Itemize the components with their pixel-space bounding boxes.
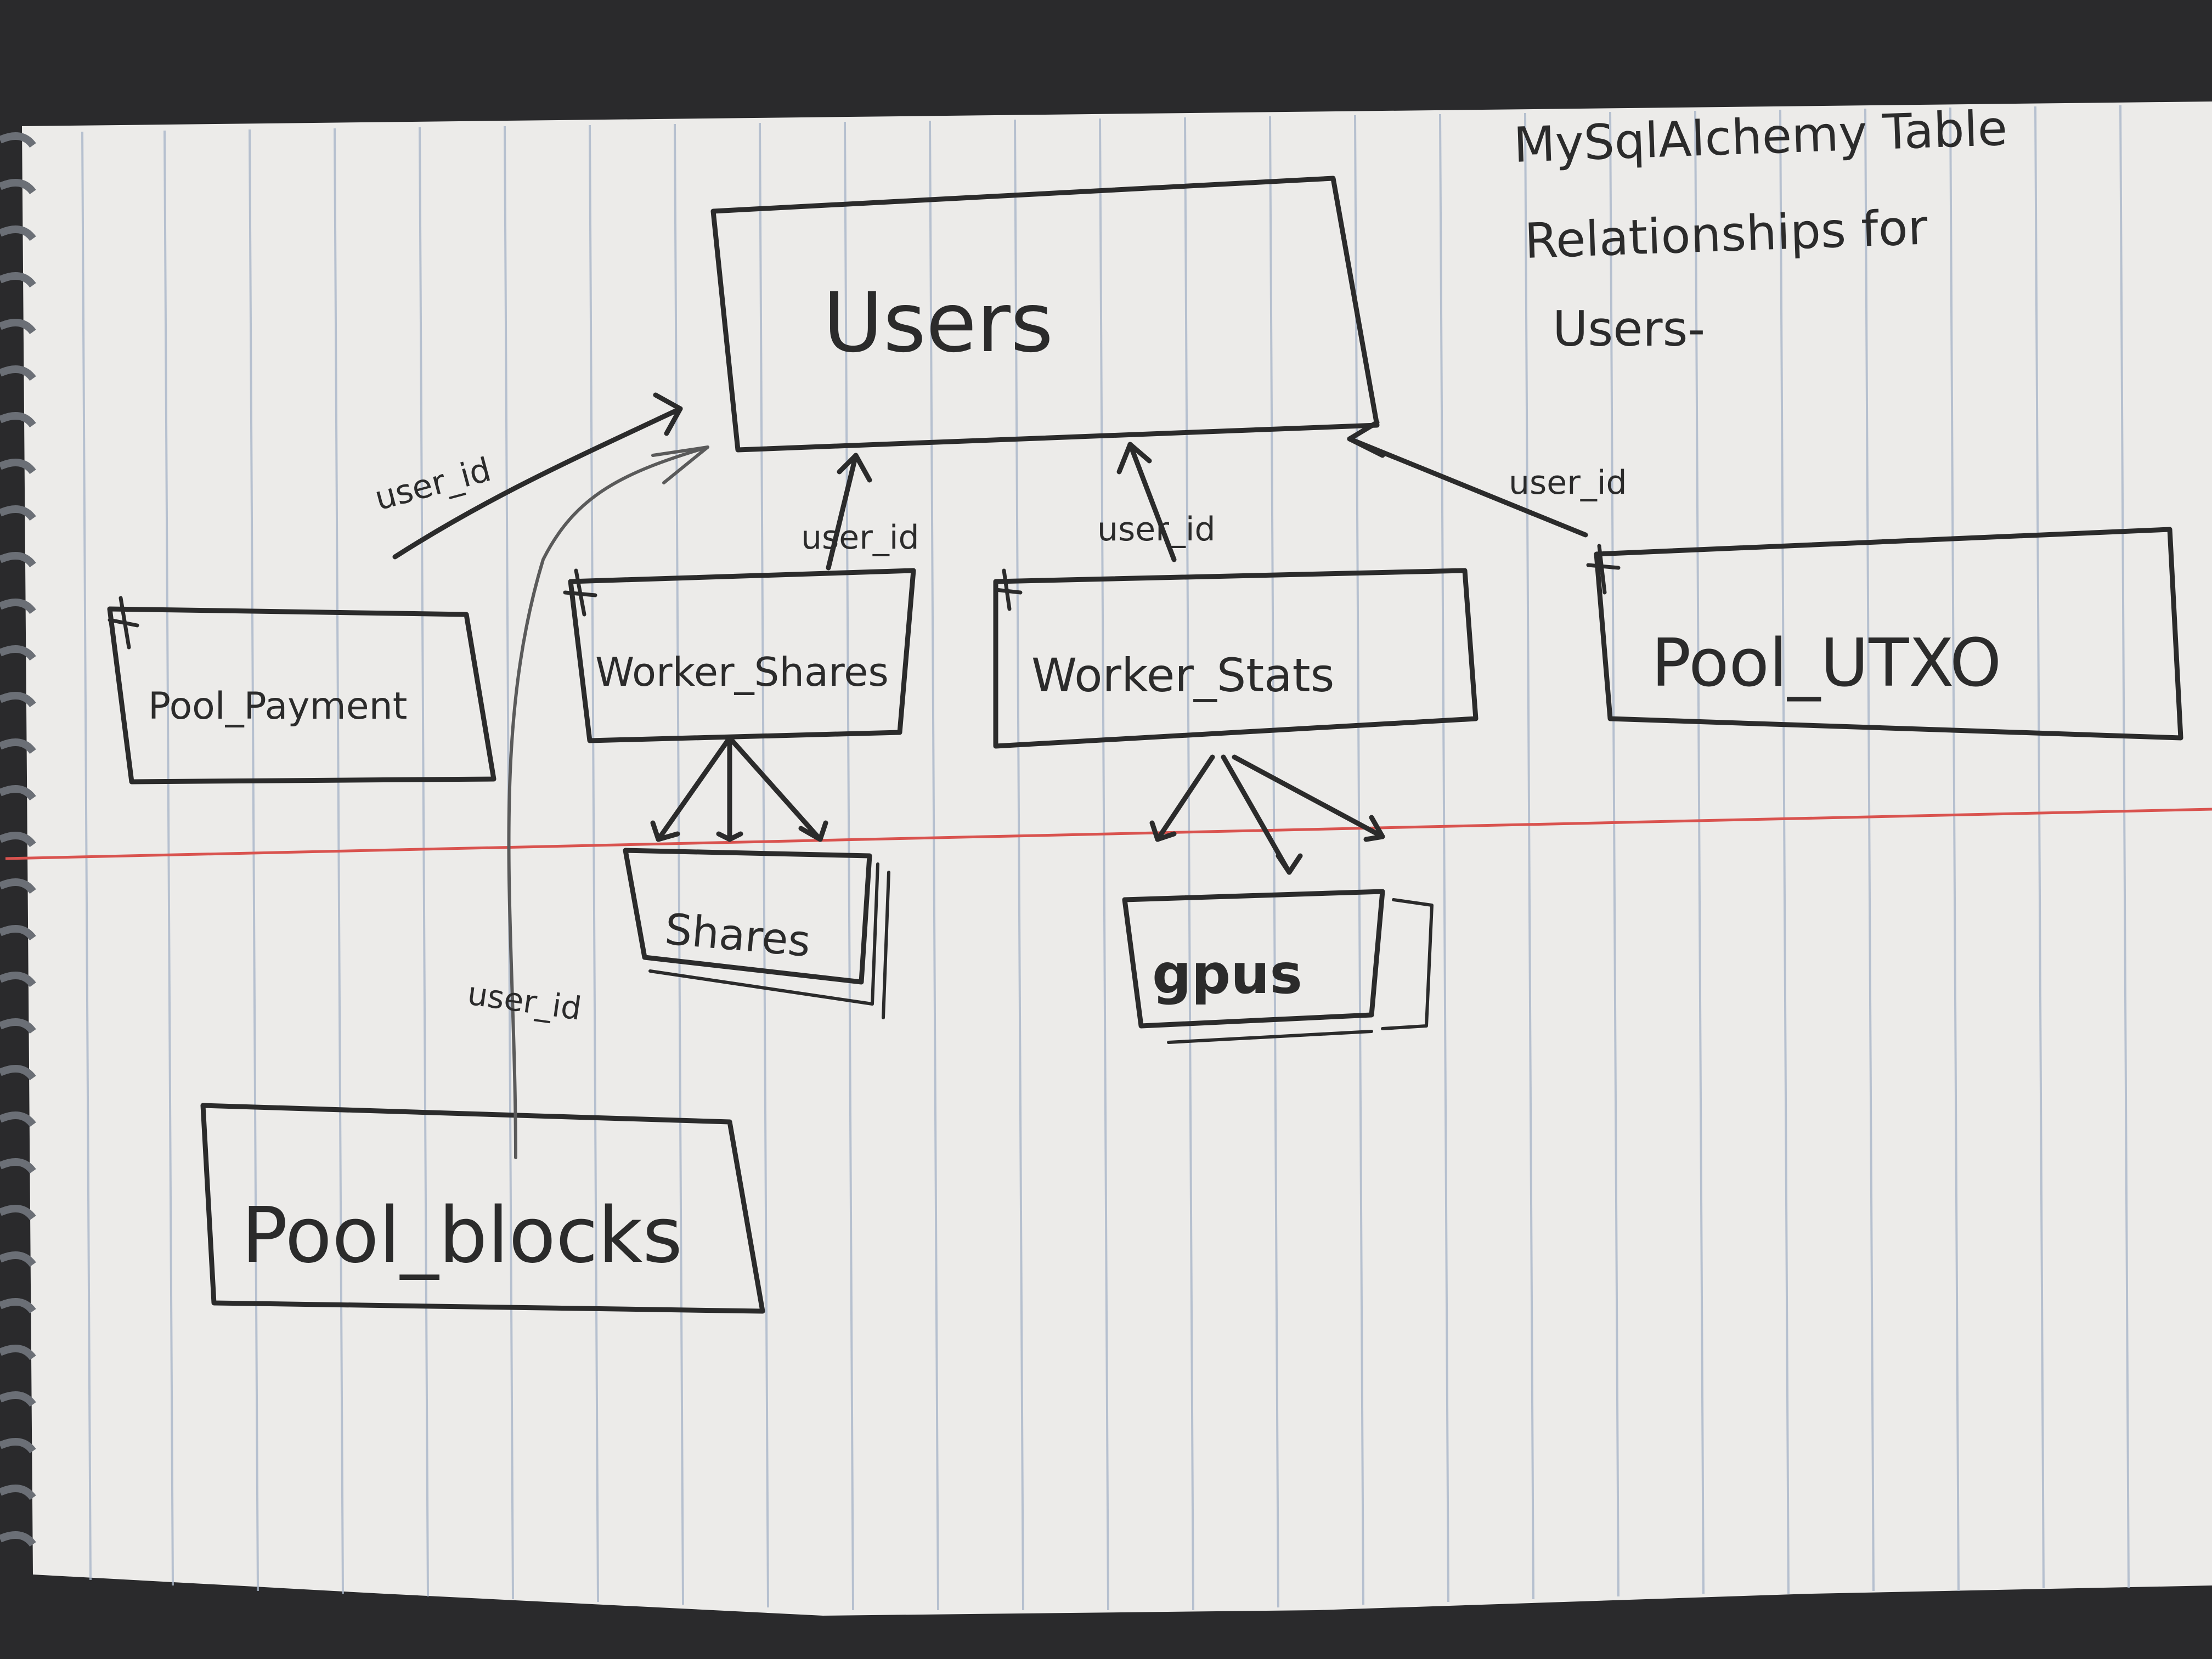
arrow-pool-payment-users [392,406,683,560]
arrow-worker-stats-users [1127,442,1177,562]
worker-shares-label: Worker_Shares [595,649,889,695]
arrow-pool-utxo-users [1347,436,1588,538]
fk-label-worker-shares: user_id [801,518,919,557]
ink-sketch [107,176,2183,1314]
arrow-pool-blocks-users [507,445,709,1159]
margin-line [5,808,2212,860]
pool-blocks-label: Pool_blocks [241,1191,682,1280]
pool-utxo-box [1594,527,2183,741]
rule-lines [81,105,2130,1611]
arrow-worker-shares-users [826,453,859,571]
title-line-2: Relationships for [1523,199,1929,269]
users-label: Users [823,275,1053,371]
worker-shares-box [568,568,916,743]
notebook-page [5,101,2212,1616]
fk-label-pool-utxo: user_id [1509,464,1627,502]
worker-stats-box [993,568,1479,749]
gpus-box [1122,889,1385,1029]
gpus-label: gpus [1152,942,1302,1006]
pool-utxo-label: Pool_UTXO [1651,625,2001,702]
fk-label-worker-stats: user_id [1097,510,1216,549]
shares-box [623,848,872,985]
spiral-binding [0,132,36,1547]
title-line-3: Users- [1553,301,1705,357]
pool-blocks-box [200,1103,765,1314]
pool-payment-box [107,606,496,785]
pool-payment-label: Pool_Payment [148,685,407,728]
worker-stats-label: Worker_Stats [1031,648,1334,702]
